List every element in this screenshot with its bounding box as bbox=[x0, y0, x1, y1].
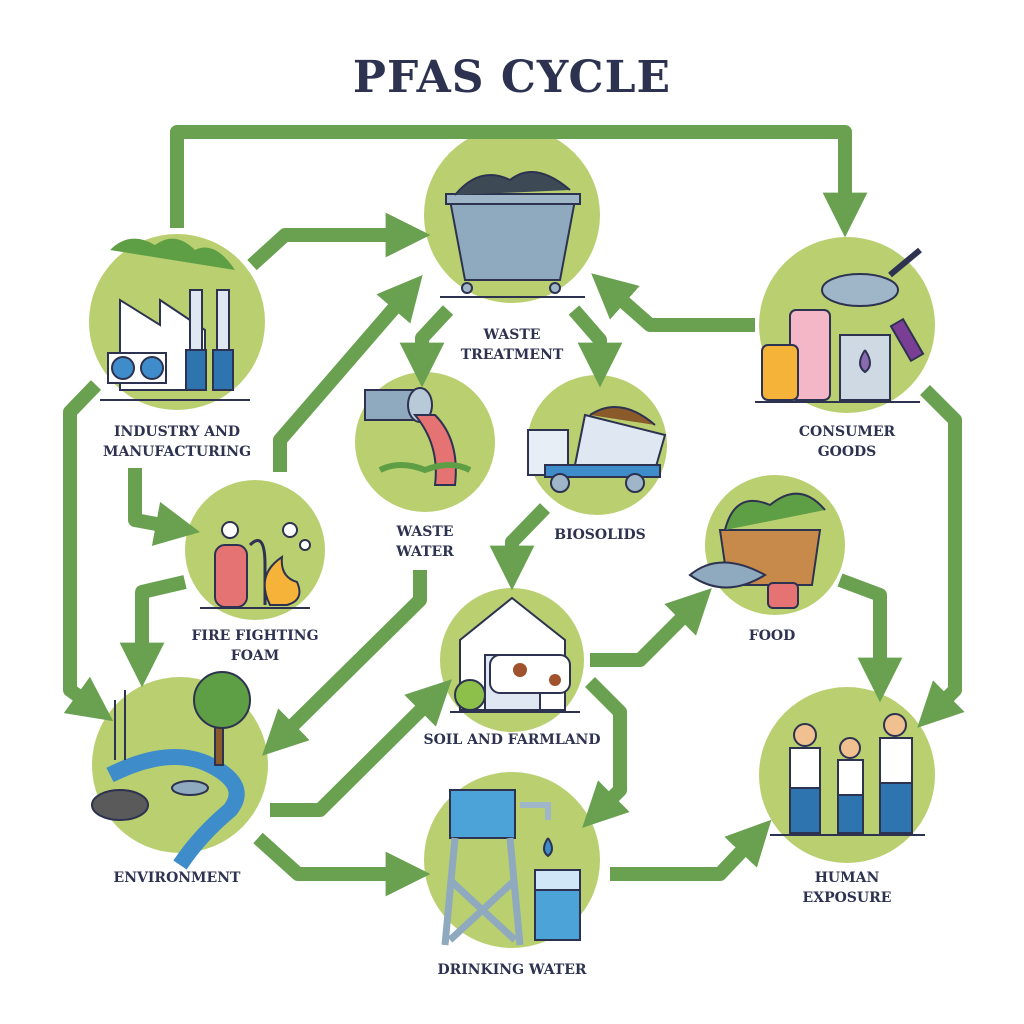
arrow-waste-to-wastewater bbox=[399, 305, 454, 388]
barn-cow-icon bbox=[450, 596, 580, 713]
arrow-drinking-to-human bbox=[610, 819, 772, 881]
label-line: FOAM bbox=[230, 648, 280, 664]
arrow-fire-to-environment bbox=[119, 575, 187, 688]
label-line: WASTE bbox=[483, 327, 541, 343]
arrow-environment-to-soil bbox=[270, 679, 452, 817]
label-line: GOODS bbox=[817, 444, 877, 460]
label-line: ENVIRONMENT bbox=[113, 870, 241, 886]
label-line: SOIL AND FARMLAND bbox=[423, 732, 601, 748]
label-line: BIOSOLIDS bbox=[554, 527, 646, 543]
label-line: DRINKING WATER bbox=[437, 962, 587, 978]
arrow-industry-to-consumer bbox=[170, 125, 868, 238]
arrow-consumer-to-human bbox=[917, 385, 965, 728]
label-industry: INDUSTRY AND MANUFACTURING bbox=[103, 422, 251, 462]
label-line: HUMAN bbox=[814, 870, 880, 886]
label-line: EXPOSURE bbox=[802, 890, 892, 906]
label-line: CONSUMER bbox=[798, 424, 896, 440]
pan-and-bottles-icon bbox=[755, 247, 925, 403]
arrow-soil-to-drinking bbox=[582, 677, 630, 828]
label-waste-water: WASTE WATER bbox=[396, 522, 454, 562]
arrow-food-to-human bbox=[837, 573, 903, 703]
label-food: FOOD bbox=[749, 626, 795, 646]
factory-icon bbox=[100, 238, 250, 401]
diagram-title: PFAS CYCLE bbox=[352, 52, 672, 103]
label-environment: ENVIRONMENT bbox=[114, 868, 241, 888]
river-nature-icon bbox=[91, 671, 251, 870]
label-human: HUMAN EXPOSURE bbox=[803, 868, 892, 908]
arrow-fire-to-waste bbox=[273, 275, 423, 472]
label-line: INDUSTRY AND bbox=[113, 424, 241, 440]
arrow-soil-to-food bbox=[590, 588, 712, 667]
label-soil: SOIL AND FARMLAND bbox=[423, 730, 600, 750]
label-consumer-goods: CONSUMER GOODS bbox=[799, 422, 895, 462]
arrow-industry-to-environment bbox=[63, 380, 114, 722]
label-line: TREATMENT bbox=[460, 347, 564, 363]
arrows bbox=[63, 125, 965, 897]
arrow-consumer-to-waste bbox=[591, 273, 755, 332]
fire-extinguisher-icon bbox=[200, 521, 311, 609]
arrow-waste-to-biosolids bbox=[568, 305, 623, 388]
arrow-wastewater-to-environment bbox=[262, 570, 427, 756]
arrow-industry-to-waste bbox=[247, 212, 431, 271]
arrow-environment-to-drinking bbox=[253, 832, 431, 897]
arrow-industry-to-fire bbox=[128, 468, 201, 546]
label-fire-foam: FIRE FIGHTING FOAM bbox=[191, 626, 318, 666]
label-drinking-water: DRINKING WATER bbox=[437, 960, 586, 980]
label-line: FOOD bbox=[748, 628, 796, 644]
label-waste-treatment: WASTE TREATMENT bbox=[461, 325, 564, 365]
water-tower-icon bbox=[441, 789, 581, 946]
label-line: WATER bbox=[396, 544, 454, 560]
label-line: FIRE FIGHTING bbox=[191, 628, 319, 644]
dumpster-icon bbox=[440, 171, 585, 298]
label-biosolids: BIOSOLIDS bbox=[554, 525, 646, 545]
food-basket-icon bbox=[688, 492, 826, 609]
arrow-biosolids-to-soil bbox=[489, 503, 551, 591]
family-icon bbox=[770, 713, 925, 836]
dump-truck-icon bbox=[527, 406, 667, 493]
label-line: WASTE bbox=[396, 524, 454, 540]
label-line: MANUFACTURING bbox=[102, 444, 252, 460]
pipe-outflow-icon bbox=[364, 387, 472, 486]
